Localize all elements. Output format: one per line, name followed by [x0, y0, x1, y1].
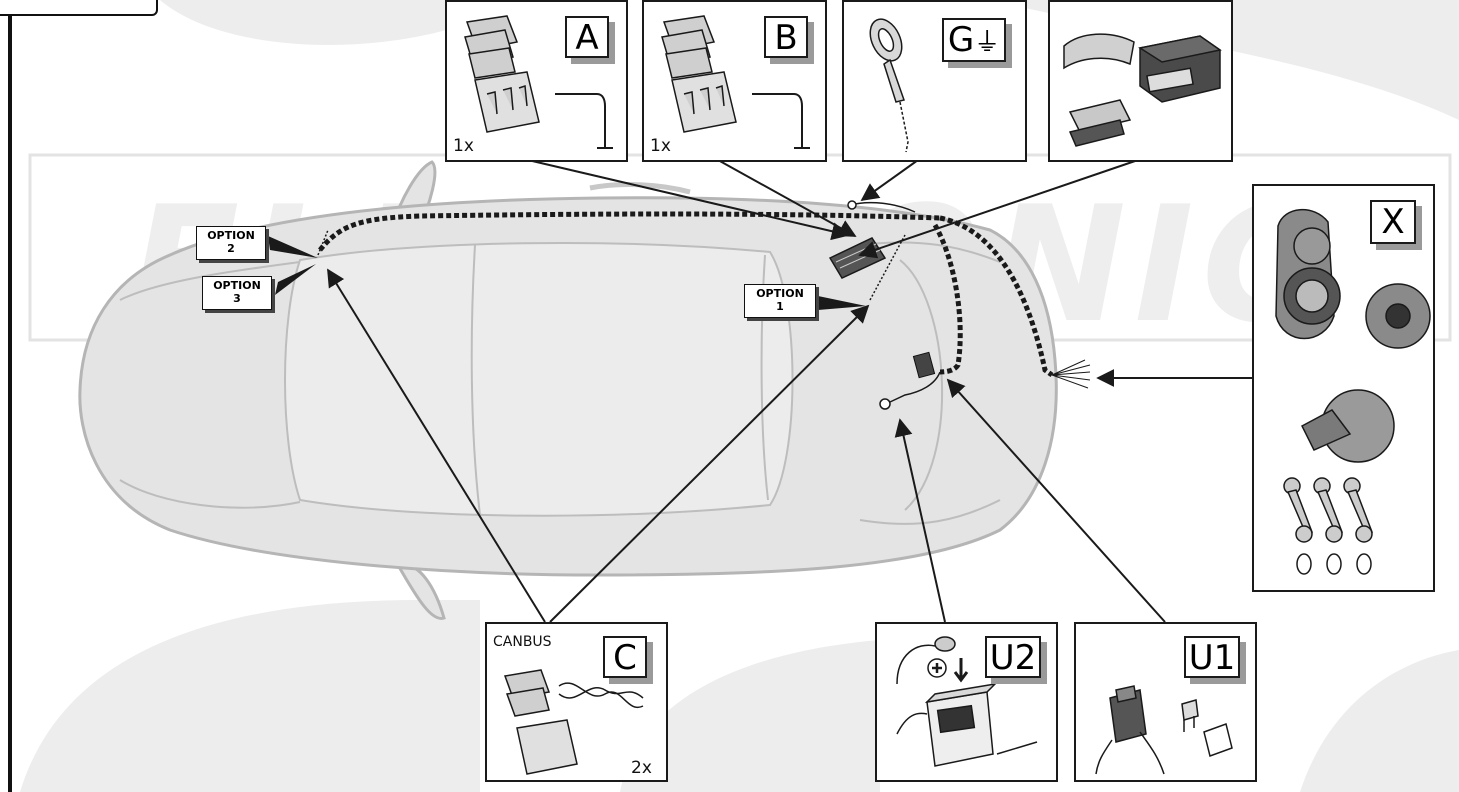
- panel-B-letter: B: [764, 16, 808, 58]
- canbus-connector-icon: [503, 669, 644, 775]
- panel-U2: U2: [875, 622, 1058, 782]
- panel-A-qty: 1x: [453, 136, 474, 156]
- option-2-line1: OPTION: [207, 229, 255, 242]
- option-3-line1: OPTION: [213, 279, 261, 292]
- car-details: [119, 182, 1001, 525]
- connector-block-icon: [661, 15, 810, 149]
- panel-A-letter: A: [565, 16, 609, 58]
- panel-U2-letter: U2: [985, 636, 1041, 678]
- left-border: [8, 0, 12, 792]
- fuse-holder-icon: [1095, 685, 1233, 775]
- panel-A: A 1x: [445, 0, 628, 162]
- option-label-1: OPTION 1: [744, 284, 816, 318]
- wiring-harness: [317, 200, 1091, 410]
- panel-B: B 1x: [642, 0, 827, 162]
- panel-G-letter-text: G: [947, 20, 975, 60]
- battery-connection-icon: [896, 636, 1038, 767]
- option-label-3: OPTION 3: [202, 276, 272, 310]
- control-module-icon: [1063, 33, 1222, 147]
- panel-U1: U1: [1074, 622, 1257, 782]
- socket-kit-icon: [1275, 208, 1431, 575]
- panel-U1-letter: U1: [1184, 636, 1240, 678]
- panel-G: G⏚: [842, 0, 1027, 162]
- panel-module: [1048, 0, 1233, 162]
- background-swooshes: [20, 0, 1459, 792]
- ring-terminal-icon: [869, 18, 909, 153]
- panel-B-qty: 1x: [650, 136, 671, 156]
- corner-tab: [0, 0, 158, 16]
- callout-arrows: [327, 159, 1252, 623]
- connector-block-icon: [464, 15, 613, 149]
- panel-C-label: CANBUS: [493, 634, 552, 650]
- panel-C-letter: C: [603, 636, 647, 678]
- panel-X: X: [1252, 184, 1435, 592]
- panel-G-letter: G⏚: [942, 18, 1006, 62]
- panel-C: CANBUS C 2x: [485, 622, 668, 782]
- option-1-line2: 1: [776, 300, 784, 313]
- option-3-line2: 3: [233, 292, 241, 305]
- ground-symbol-icon: ⏚: [974, 28, 1001, 58]
- option-2-line2: 2: [227, 242, 235, 255]
- panel-X-letter: X: [1370, 200, 1416, 244]
- option-1-line1: OPTION: [756, 287, 804, 300]
- option-label-2: OPTION 2: [196, 226, 266, 260]
- panel-C-qty: 2x: [631, 758, 652, 778]
